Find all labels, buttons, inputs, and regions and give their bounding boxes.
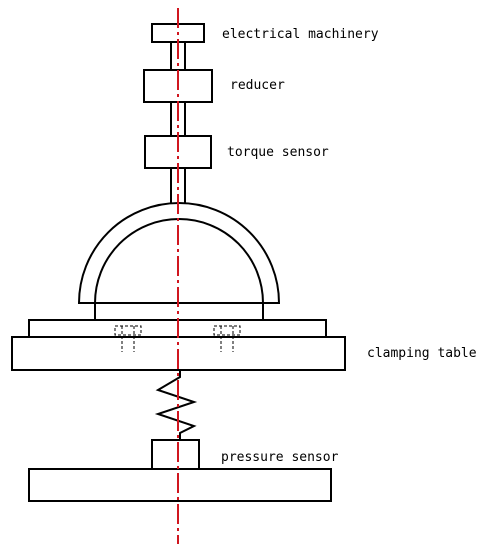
base-plate — [28, 468, 332, 502]
label-motor: electrical machinery — [222, 27, 379, 42]
pressure-sensor — [151, 439, 200, 470]
label-clamping-table: clamping table — [367, 346, 477, 361]
label-reducer: reducer — [230, 78, 285, 93]
label-pressure-sensor: pressure sensor — [221, 450, 339, 465]
spring — [154, 370, 198, 440]
semicircle-bracket — [77, 202, 281, 304]
label-torque-sensor: torque sensor — [227, 145, 329, 160]
hidden-bolt-left — [114, 325, 142, 352]
hidden-bolt-right — [213, 325, 241, 352]
